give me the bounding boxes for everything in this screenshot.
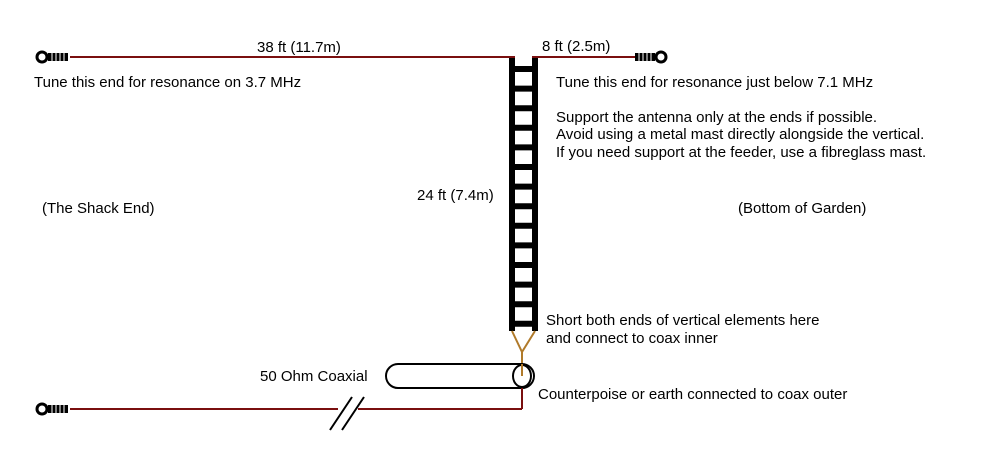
right-top-length-label: 8 ft (2.5m) [542, 38, 610, 55]
ladder-line [509, 58, 538, 331]
insulator-icon [635, 50, 668, 64]
shack-end-label: (The Shack End) [42, 200, 155, 217]
insulator-icon [35, 402, 68, 416]
support-note-3: If you need support at the feeder, use a… [556, 144, 926, 161]
support-note-2: Avoid using a metal mast directly alongs… [556, 126, 924, 143]
short-note-2: and connect to coax inner [546, 330, 718, 347]
right-tune-label: Tune this end for resonance just below 7… [556, 74, 873, 91]
coax-label: 50 Ohm Coaxial [260, 368, 368, 385]
ladder-length-label: 24 ft (7.4m) [417, 187, 494, 204]
short-note-1: Short both ends of vertical elements her… [546, 312, 820, 329]
coax-cable [385, 363, 535, 389]
garden-end-label: (Bottom of Garden) [738, 200, 866, 217]
support-note-1: Support the antenna only at the ends if … [556, 109, 877, 126]
left-tune-label: Tune this end for resonance on 3.7 MHz [34, 74, 301, 91]
insulator-icon [35, 50, 68, 64]
counterpoise-wire [70, 388, 523, 410]
break-mark-icon [329, 396, 365, 431]
left-top-length-label: 38 ft (11.7m) [257, 39, 341, 56]
counterpoise-note: Counterpoise or earth connected to coax … [538, 386, 847, 403]
